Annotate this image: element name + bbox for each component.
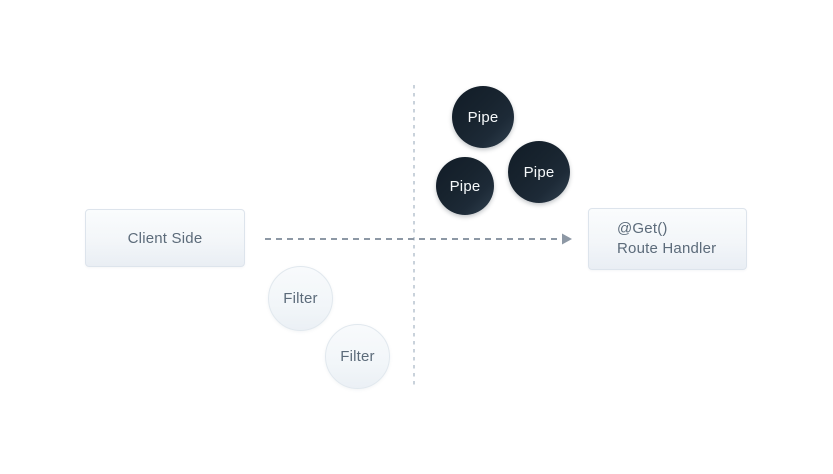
route-handler-decorator-label: @Get() [617,220,668,237]
pipe-label: Pipe [449,177,481,195]
pipe-node-top: Pipe [452,86,514,148]
client-side-label: Client Side [127,229,203,247]
pipe-node-left: Pipe [436,157,494,215]
filter-node-bottom: Filter [325,324,390,389]
client-side-node: Client Side [85,209,245,267]
filter-label: Filter [283,290,318,307]
arrow-right-head-icon [562,233,572,245]
pipe-label: Pipe [523,163,555,181]
filter-label: Filter [340,348,375,365]
pipe-label: Pipe [467,108,499,126]
route-handler-node: @Get() Route Handler [588,208,747,270]
route-handler-label: Route Handler [617,240,717,257]
filter-node-top: Filter [268,266,333,331]
pipe-node-right: Pipe [508,141,570,203]
